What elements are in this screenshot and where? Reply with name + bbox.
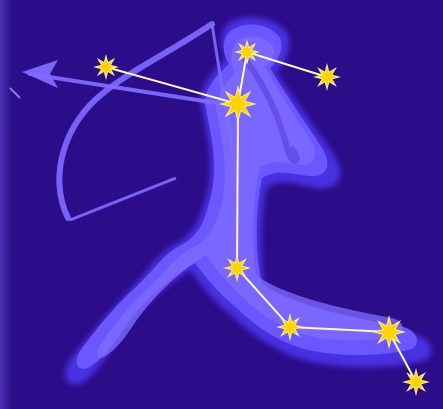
star-6-icon [278, 315, 302, 339]
star-7-icon [374, 317, 404, 347]
star-3-icon [221, 87, 255, 121]
star-1-icon [95, 56, 117, 78]
star-2-icon [236, 41, 258, 63]
star-5-icon [225, 256, 249, 280]
star-8-icon [404, 370, 428, 394]
line-star3-star5 [237, 104, 238, 268]
left-side-stripe [0, 0, 12, 409]
star-4-icon [315, 65, 339, 89]
